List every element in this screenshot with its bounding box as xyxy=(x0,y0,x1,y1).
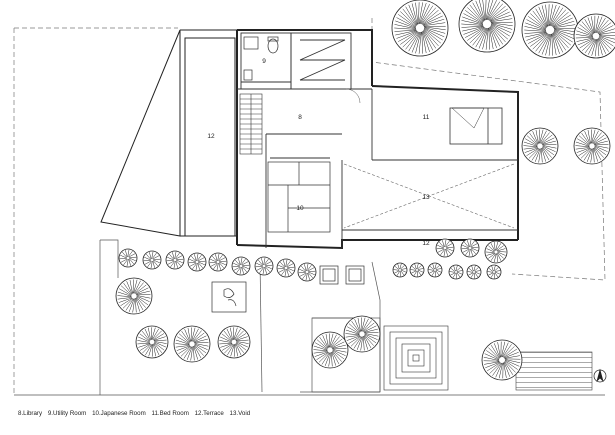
tree-icon xyxy=(208,252,228,272)
tree-icon xyxy=(573,13,615,59)
tree-icon xyxy=(486,264,502,280)
legend-item: 9.Utility Room xyxy=(47,410,87,417)
ground-outlines xyxy=(14,239,605,396)
legend-item: 10.Japanese Room xyxy=(92,410,146,417)
tree-icon xyxy=(173,325,211,363)
stairs xyxy=(239,93,263,155)
tree-icon xyxy=(573,127,611,165)
room-label-utility: 9 xyxy=(262,58,266,65)
room-label-terrace-south: 12 xyxy=(422,240,430,247)
tree-icon xyxy=(409,262,425,278)
tree-icon xyxy=(231,256,251,276)
tree-icon xyxy=(427,262,443,278)
void-area xyxy=(343,163,515,229)
tree-icon xyxy=(481,339,523,381)
tree-icon xyxy=(343,315,381,353)
tree-icon xyxy=(165,250,185,270)
tree-icon xyxy=(135,325,169,359)
legend-item: 8.Library xyxy=(18,410,43,417)
bed xyxy=(449,107,503,145)
bathroom-fixtures xyxy=(243,36,279,81)
door-swing xyxy=(345,88,361,104)
room-label-bedroom: 11 xyxy=(423,114,430,121)
tree-icon xyxy=(254,256,274,276)
legend-item: 12.Terrace xyxy=(194,410,224,417)
tree-icon xyxy=(521,1,579,59)
legend-item: 13.Void xyxy=(229,410,251,417)
tree-icon xyxy=(391,0,449,57)
tree-icon xyxy=(118,248,138,268)
tree-icon xyxy=(448,264,464,280)
building-walls xyxy=(236,29,519,250)
deck xyxy=(515,351,593,391)
room-label-japanese: 10 xyxy=(296,205,304,212)
trees xyxy=(115,0,615,381)
interior-walls xyxy=(237,32,518,248)
north-arrow-icon xyxy=(593,368,607,383)
tree-icon xyxy=(187,252,207,272)
room-label-terrace-west: 12 xyxy=(207,133,215,140)
tree-icon xyxy=(466,264,482,280)
tatami-mats xyxy=(267,161,331,233)
site-boundary xyxy=(13,18,606,395)
tree-icon xyxy=(460,238,480,258)
room-label-void: 13 xyxy=(422,194,430,201)
tree-icon xyxy=(392,262,408,278)
tree-icon xyxy=(311,331,349,369)
tree-icon xyxy=(276,258,296,278)
tree-icon xyxy=(435,238,455,258)
tree-icon xyxy=(217,325,251,359)
tree-icon xyxy=(297,262,317,282)
tree-icon xyxy=(521,127,559,165)
tree-icon xyxy=(458,0,516,53)
entrance-squares xyxy=(383,325,449,391)
terrace-west-outline xyxy=(100,29,237,237)
legend-item: 11.Bed Room xyxy=(151,410,189,417)
tree-icon xyxy=(484,240,508,264)
tree-icon xyxy=(142,250,162,270)
tree-icon xyxy=(115,277,153,315)
legend: 8.Library 9.Utility Room 10.Japanese Roo… xyxy=(18,410,254,417)
room-label-library: 8 xyxy=(298,114,302,121)
garden-ornaments xyxy=(211,265,365,313)
